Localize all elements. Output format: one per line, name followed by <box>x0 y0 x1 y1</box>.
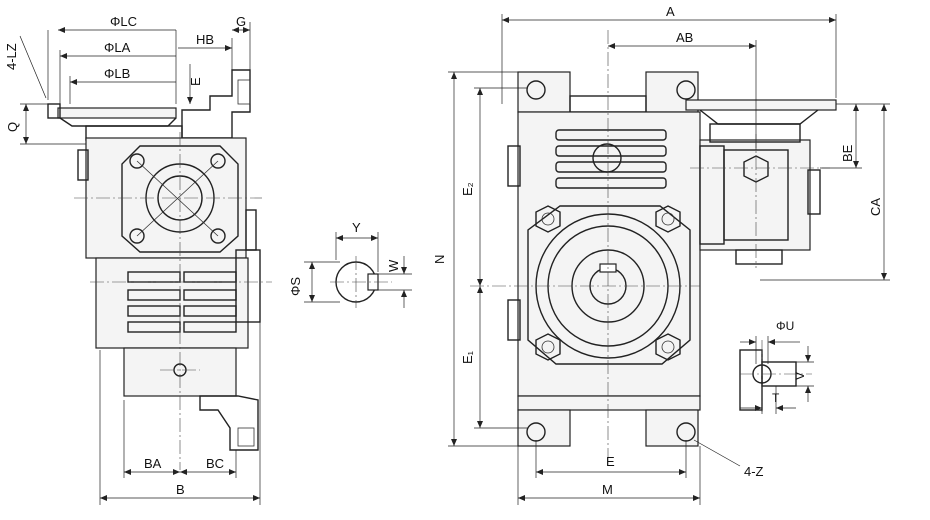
housing-boss-left <box>507 145 521 187</box>
label-e-side: E <box>188 77 203 86</box>
output-foot <box>199 395 259 451</box>
label-m: M <box>602 482 613 497</box>
label-be: BE <box>840 144 855 162</box>
side-boss <box>77 149 89 181</box>
flange-bolt-left <box>47 103 61 119</box>
motor-plate <box>685 99 837 111</box>
label-b: B <box>176 482 185 497</box>
label-la: ΦLA <box>104 40 131 55</box>
flange-bolt-2 <box>655 205 681 233</box>
label-w: W <box>386 259 401 272</box>
label-n: N <box>432 255 447 264</box>
top-hole-left <box>526 80 546 100</box>
label-bc: BC <box>206 456 224 471</box>
label-a: A <box>666 4 675 19</box>
bracket-bolt <box>237 79 251 105</box>
flange-bolt-3 <box>535 333 561 361</box>
label-ca: CA <box>868 198 883 216</box>
motor-flange <box>57 107 177 119</box>
label-e: E <box>606 454 615 469</box>
label-e1: E₁ <box>460 350 475 364</box>
label-s: ΦS <box>288 277 303 296</box>
label-z: 4-Z <box>744 464 764 479</box>
label-v: V <box>793 372 807 380</box>
label-ab: AB <box>676 30 693 45</box>
flange-taper <box>59 117 177 127</box>
label-lb: ΦLB <box>104 66 130 81</box>
front-dimensions <box>448 14 890 505</box>
shaft-detail: Y ΦS W <box>288 220 412 308</box>
label-y: Y <box>352 220 361 235</box>
label-hb: HB <box>196 32 214 47</box>
side-boss-right <box>245 209 257 251</box>
label-g: G <box>236 14 246 29</box>
label-lc: ΦLC <box>110 14 137 29</box>
flange-bolt-br <box>210 228 226 244</box>
worm-shaft-end <box>592 143 622 173</box>
flange-bolt-1 <box>535 205 561 233</box>
foot-hole-detail: ΦU V T <box>739 319 814 414</box>
main-housing <box>517 111 701 397</box>
housing-side-cover <box>235 249 261 323</box>
label-e2: E₂ <box>460 182 475 196</box>
bottom-base <box>517 395 701 411</box>
label-lz: 4-LZ <box>4 43 19 70</box>
flange-bolt-4 <box>655 333 681 361</box>
flange-bolt-tl <box>129 153 145 169</box>
front-view: A AB N E₂ E₁ BE CA E M 4-Z <box>432 4 890 505</box>
flange-bolt-tr <box>210 153 226 169</box>
flange-bolt-bl <box>129 228 145 244</box>
input-collar <box>709 123 801 143</box>
top-foot-left <box>517 71 571 113</box>
label-ba: BA <box>144 456 162 471</box>
side-dimensions <box>19 22 261 505</box>
label-q: Q <box>5 122 20 132</box>
top-hole-right <box>676 80 696 100</box>
label-u: ΦU <box>776 319 794 333</box>
square-flange <box>121 145 239 253</box>
output-flange <box>527 205 691 365</box>
foot-bolt <box>237 427 255 447</box>
side-view: ΦLC ΦLA ΦLB HB G E 4-LZ Q BA BC B <box>4 14 272 505</box>
label-t: T <box>772 391 780 405</box>
